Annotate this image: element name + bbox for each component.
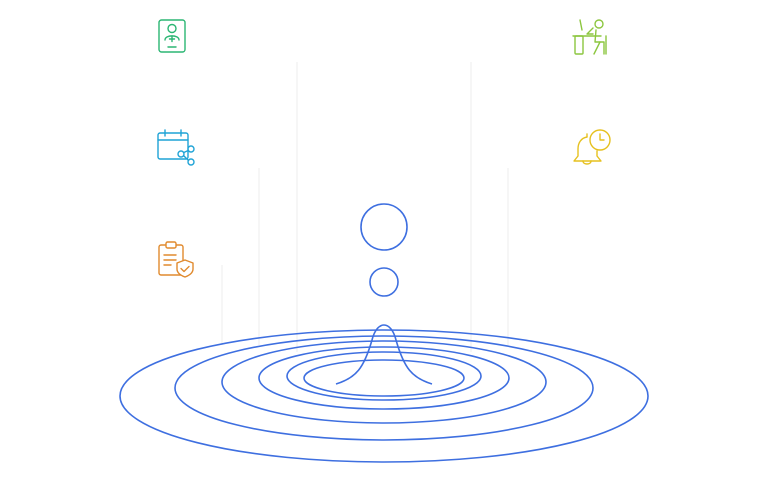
splash-peak xyxy=(335,324,433,385)
medical-id-card-icon xyxy=(158,19,186,53)
clipboard-check-icon xyxy=(158,241,194,278)
droplet-large xyxy=(360,203,408,251)
ripple-rings xyxy=(119,329,649,463)
ripple-ring-5 xyxy=(286,351,482,401)
person-at-desk-icon xyxy=(572,19,607,55)
bell-clock-icon xyxy=(573,129,611,165)
connector-lines xyxy=(221,62,509,352)
ripple-ring-3 xyxy=(221,340,547,424)
ripple-ring-4 xyxy=(258,346,510,410)
ripple-ring-2 xyxy=(174,335,594,441)
ripple-ring-1 xyxy=(119,329,649,463)
ripple-ring-6 xyxy=(303,359,465,397)
droplet-small xyxy=(369,267,399,297)
calendar-share-icon xyxy=(157,129,195,166)
